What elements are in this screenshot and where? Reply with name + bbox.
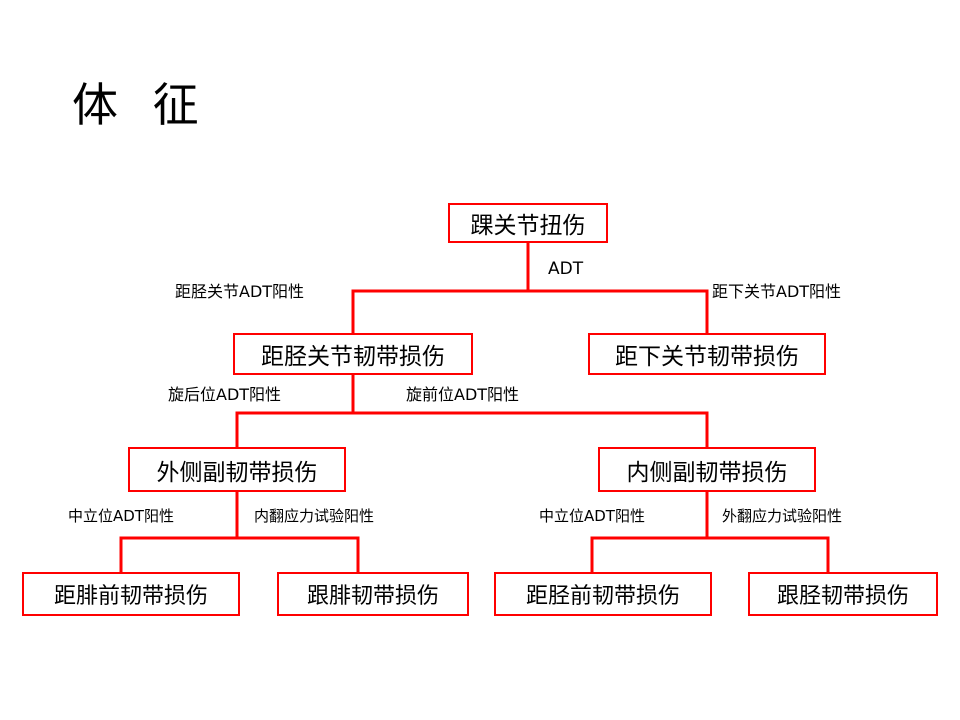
node-atfl[interactable]: 距腓前韧带损伤 xyxy=(22,572,240,616)
node-subtalar[interactable]: 距下关节韧带损伤 xyxy=(588,333,826,375)
edge-label-to-tibiotalar: 距胫关节ADT阳性 xyxy=(175,282,305,301)
edge-label-to-atl: 中立位ADT阳性 xyxy=(539,507,645,525)
edge-label-to-subtalar: 距下关节ADT阳性 xyxy=(712,282,842,301)
edge-label-to-lateral: 旋后位ADT阳性 xyxy=(168,385,282,404)
node-cfl[interactable]: 跟腓韧带损伤 xyxy=(277,572,469,616)
node-medial[interactable]: 内侧副韧带损伤 xyxy=(598,447,816,492)
node-atfl-label: 距腓前韧带损伤 xyxy=(53,584,208,609)
node-lateral-label: 外侧副韧带损伤 xyxy=(156,459,318,486)
node-ctl-label: 跟胫韧带损伤 xyxy=(776,584,909,609)
node-lateral[interactable]: 外侧副韧带损伤 xyxy=(128,447,346,492)
edge-label-to-medial: 旋前位ADT阳性 xyxy=(406,385,520,404)
edge-label-to-cfl: 内翻应力试验阳性 xyxy=(254,507,375,525)
node-root[interactable]: 踝关节扭伤 xyxy=(448,203,608,243)
node-medial-label: 内侧副韧带损伤 xyxy=(626,459,788,486)
node-subtalar-label: 距下关节韧带损伤 xyxy=(615,344,799,370)
edge-label-to-atfl: 中立位ADT阳性 xyxy=(68,507,174,525)
node-root-label: 踝关节扭伤 xyxy=(470,213,586,239)
node-tibiotalar[interactable]: 距胫关节韧带损伤 xyxy=(233,333,473,375)
edge-label-trunk-adt: ADT xyxy=(548,259,584,279)
page-title: 体 征 xyxy=(72,78,209,132)
edge-label-to-ctl: 外翻应力试验阳性 xyxy=(722,507,843,525)
node-cfl-label: 跟腓韧带损伤 xyxy=(306,584,439,609)
node-tibiotalar-label: 距胫关节韧带损伤 xyxy=(261,344,445,370)
node-atl-label: 距胫前韧带损伤 xyxy=(525,584,680,609)
node-ctl[interactable]: 跟胫韧带损伤 xyxy=(748,572,938,616)
node-atl[interactable]: 距胫前韧带损伤 xyxy=(494,572,712,616)
